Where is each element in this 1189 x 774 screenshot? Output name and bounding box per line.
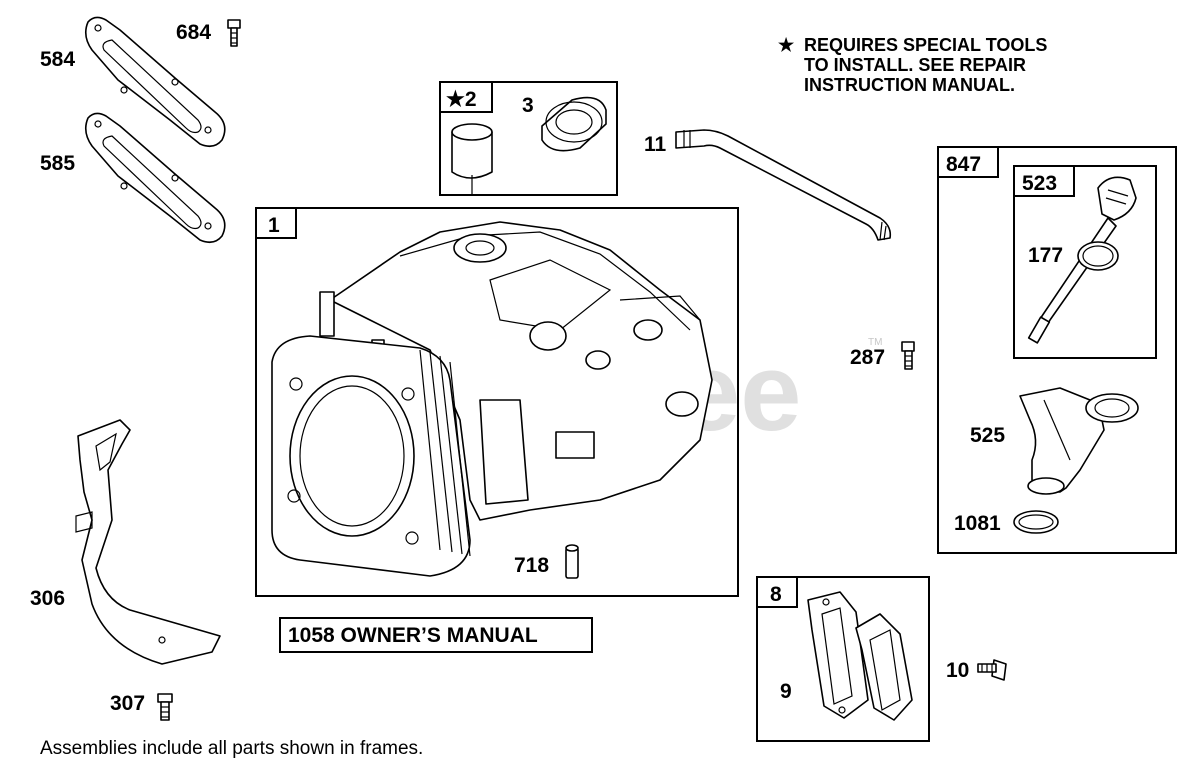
bushing-2[interactable]	[451, 123, 493, 196]
gasket-9[interactable]	[807, 591, 869, 719]
frame-2-tag	[439, 81, 493, 113]
frame-8-label: 8	[770, 583, 782, 606]
label-3: 3	[522, 94, 534, 117]
bolt-684[interactable]	[227, 19, 241, 47]
bolt-287[interactable]	[901, 341, 915, 370]
label-307: 307	[110, 692, 145, 715]
cover-8[interactable]	[855, 613, 913, 721]
label-584: 584	[40, 48, 75, 71]
screw-307[interactable]	[157, 693, 173, 721]
footer-note: Assemblies include all parts shown in fr…	[40, 738, 423, 759]
o-ring-1081[interactable]	[1013, 510, 1059, 534]
cylinder-block[interactable]	[271, 221, 713, 577]
note-line-1: REQUIRES SPECIAL TOOLS	[804, 35, 1047, 55]
frame-8	[756, 576, 930, 742]
seal-3[interactable]	[541, 96, 607, 152]
label-1081: 1081	[954, 512, 1001, 535]
label-585: 585	[40, 152, 75, 175]
frame-847-label: 847	[946, 153, 981, 176]
frame-8-tag	[756, 576, 798, 608]
label-718: 718	[514, 554, 549, 577]
watermark-trademark: TM	[868, 337, 882, 348]
label-10: 10	[946, 659, 969, 682]
label-684: 684	[176, 21, 211, 44]
label-9: 9	[780, 680, 792, 703]
o-ring-177[interactable]	[1077, 241, 1119, 271]
frame-523-tag	[1013, 165, 1075, 197]
gasket-585[interactable]	[84, 112, 226, 244]
frame-2	[439, 81, 618, 196]
tube-11[interactable]	[675, 129, 892, 241]
note-line-2: TO INSTALL. SEE REPAIR	[804, 55, 1026, 75]
label-306: 306	[30, 587, 65, 610]
bolt-10[interactable]	[977, 659, 1007, 681]
manual-box	[279, 617, 593, 653]
gasket-584[interactable]	[84, 16, 226, 148]
frame-847-tag	[937, 146, 999, 178]
frame-1-tag	[255, 207, 297, 239]
frame-847	[937, 146, 1177, 554]
label-525: 525	[970, 424, 1005, 447]
frame-523-label: 523	[1022, 172, 1057, 195]
label-287: 287	[850, 346, 885, 369]
frame-1-label: 1	[268, 214, 280, 237]
frame-523	[1013, 165, 1157, 359]
manual-label: 1058 OWNER’S MANUAL	[288, 624, 538, 647]
frame-2-label: ★2	[446, 88, 477, 111]
label-11: 11	[644, 133, 667, 156]
shield-306[interactable]	[75, 419, 221, 665]
label-177: 177	[1028, 244, 1063, 267]
note-star: ★	[778, 35, 795, 55]
dipstick-tube-525[interactable]	[1019, 387, 1139, 495]
dowel-718[interactable]	[565, 544, 579, 579]
frame-1	[255, 207, 739, 597]
note-line-3: INSTRUCTION MANUAL.	[804, 75, 1015, 95]
